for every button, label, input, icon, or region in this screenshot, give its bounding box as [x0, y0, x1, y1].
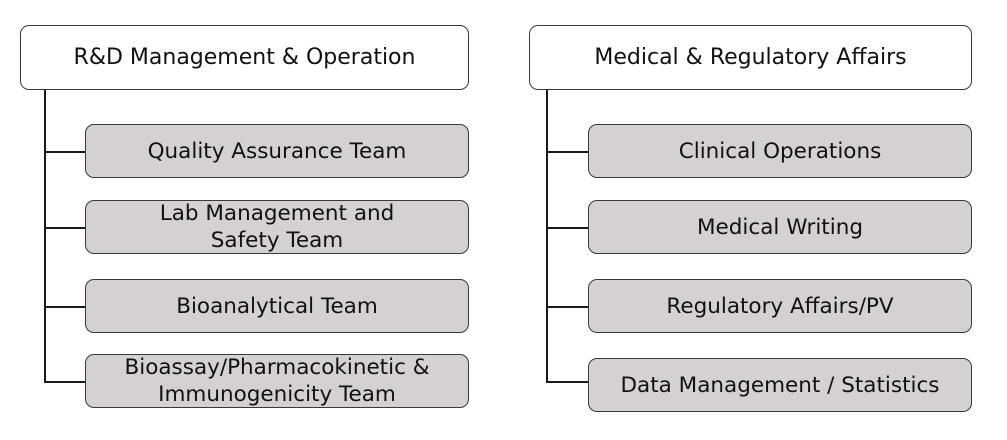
connector-trunk-left [44, 90, 46, 382]
team-label-line1: Lab Management and [159, 201, 395, 226]
team-medical-writing: Medical Writing [588, 200, 972, 254]
team-label-line2: Immunogenicity Team [158, 382, 396, 407]
connector-branch [546, 227, 589, 229]
team-data-management-statistics: Data Management / Statistics [588, 358, 972, 412]
team-label: Medical Writing [697, 214, 863, 240]
connector-trunk-right [546, 90, 548, 382]
team-label: Clinical Operations [678, 138, 882, 164]
team-quality-assurance: Quality Assurance Team [85, 124, 469, 178]
team-label-line1: Bioassay/Pharmacokinetic & [124, 355, 430, 380]
connector-branch [44, 306, 86, 308]
team-regulatory-affairs-pv: Regulatory Affairs/PV [588, 279, 972, 333]
header-rd-management: R&D Management & Operation [20, 25, 469, 90]
team-bioassay-pk-immunogenicity: Bioassay/Pharmacokinetic & Immunogenicit… [85, 354, 469, 408]
team-label-line2: Safety Team [210, 228, 344, 253]
team-label: Quality Assurance Team [147, 138, 407, 164]
connector-branch [546, 381, 589, 383]
connector-branch [44, 227, 86, 229]
header-label: Medical & Regulatory Affairs [594, 45, 907, 70]
team-label: Data Management / Statistics [620, 372, 940, 398]
header-medical-regulatory: Medical & Regulatory Affairs [529, 25, 972, 90]
team-bioanalytical: Bioanalytical Team [85, 279, 469, 333]
header-label: R&D Management & Operation [73, 45, 416, 70]
connector-branch [546, 151, 589, 153]
team-label: Bioanalytical Team [176, 293, 378, 319]
connector-branch [546, 306, 589, 308]
team-label: Regulatory Affairs/PV [666, 293, 894, 319]
connector-branch [44, 381, 86, 383]
team-lab-management-safety: Lab Management and Safety Team [85, 200, 469, 254]
connector-branch [44, 151, 86, 153]
team-clinical-operations: Clinical Operations [588, 124, 972, 178]
